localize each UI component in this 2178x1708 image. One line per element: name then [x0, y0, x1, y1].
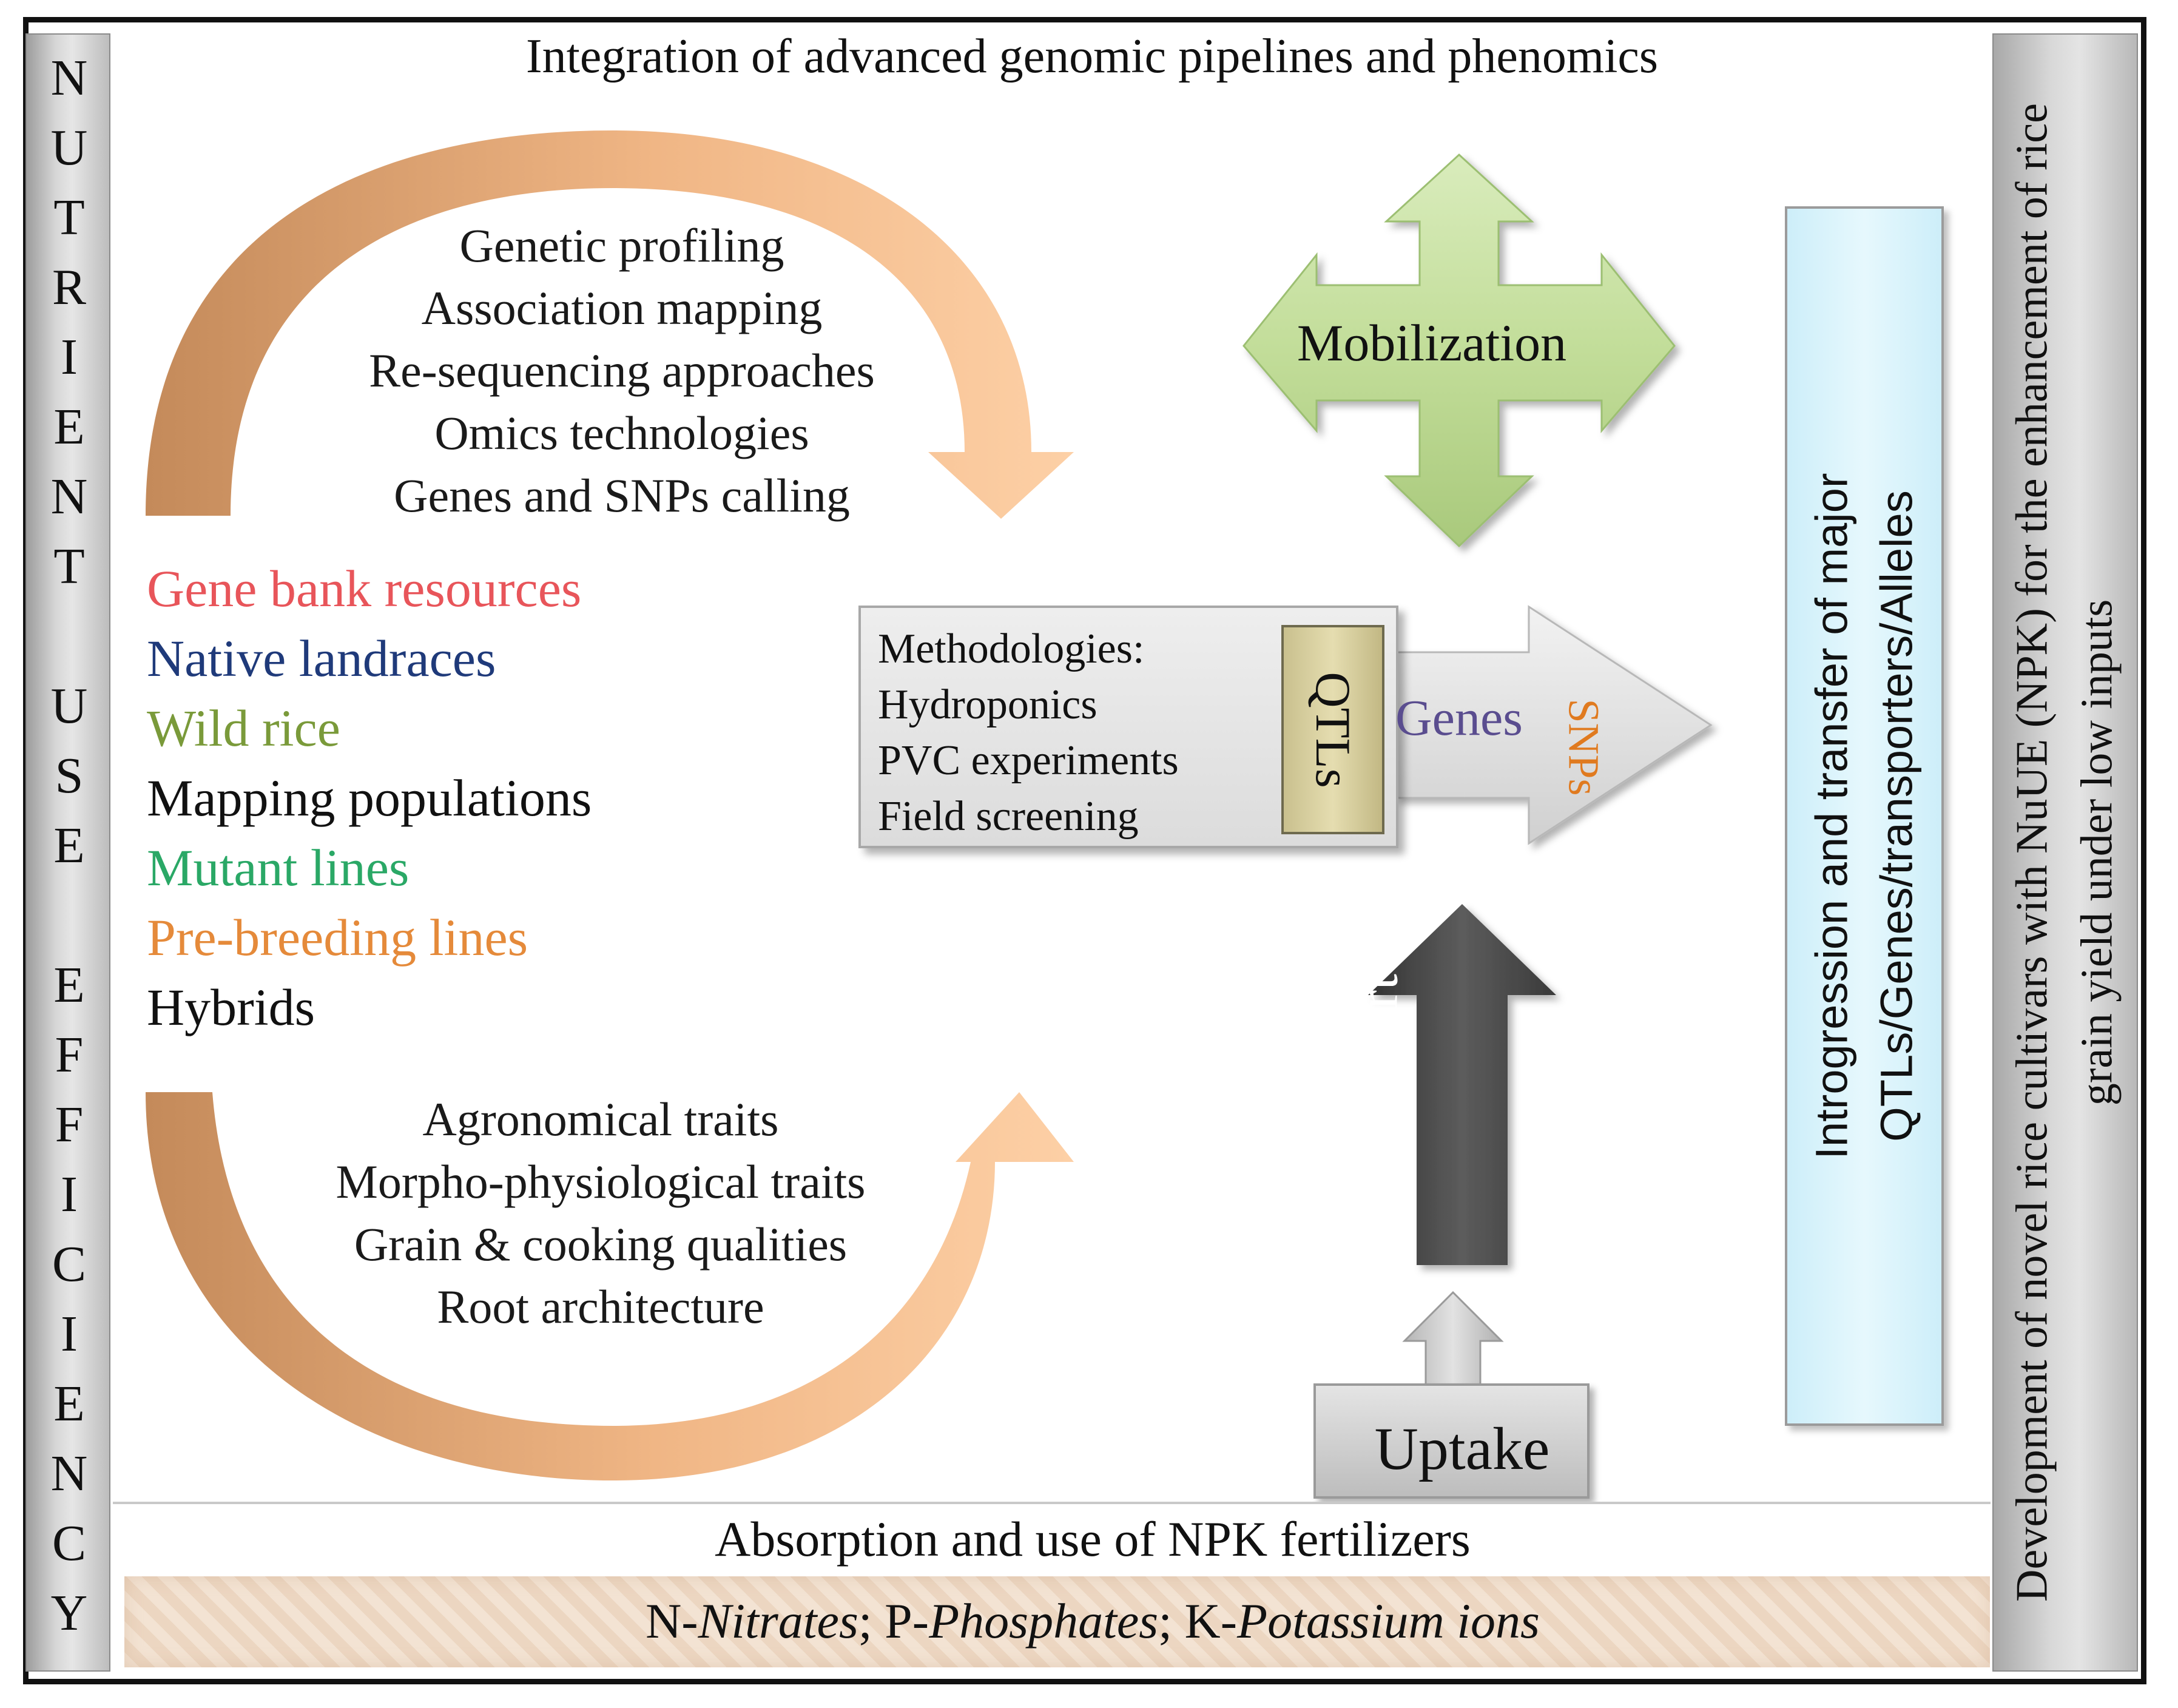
vertical-letter: I — [61, 1166, 78, 1223]
top-cycle-item: Genes and SNPs calling — [394, 469, 850, 522]
vertical-letter: S — [55, 748, 84, 804]
introgression-text: Introgression and transfer of major QTLs… — [1799, 240, 1930, 1392]
mobilization-arrow — [1242, 153, 1676, 548]
phosphates-label: Phosphates — [929, 1593, 1159, 1649]
snps-label: SNPs — [1559, 698, 1608, 796]
top-cycle-item: Re-sequencing approaches — [369, 344, 875, 397]
bottom-cycle-item: Grain & cooking qualities — [354, 1218, 848, 1271]
mobilization-label: Mobilization — [1296, 314, 1567, 372]
resource-item: Native landraces — [147, 629, 496, 687]
transport-label: Transport — [1344, 974, 1410, 1198]
top-cycle-arrow — [146, 130, 1074, 519]
vertical-letter: U — [50, 678, 88, 734]
bottom-cycle-item: Morpho-physiological traits — [335, 1155, 866, 1208]
vertical-letter: F — [55, 1096, 84, 1153]
bottom-cycle-item: Root architecture — [437, 1280, 764, 1333]
potassium-prefix: K- — [1184, 1593, 1238, 1649]
vertical-letter: N — [50, 50, 88, 106]
resource-item: Pre-breeding lines — [147, 908, 528, 967]
genes-snps-arrow — [1394, 605, 1713, 845]
absorption-band — [113, 1502, 1991, 1577]
separator: ; — [1158, 1593, 1185, 1649]
vertical-letter: T — [53, 538, 85, 595]
absorption-label: Absorption and use of NPK fertilizers — [715, 1511, 1471, 1567]
methodology-item: Field screening — [878, 793, 1139, 840]
vertical-letter: Y — [50, 1585, 88, 1641]
vertical-letter: T — [53, 189, 85, 246]
uptake-box — [1313, 1383, 1590, 1499]
resource-item: Mapping populations — [147, 769, 592, 827]
vertical-letter: C — [52, 1515, 87, 1571]
introgression-line: Introgression and transfer of major — [1806, 473, 1857, 1159]
separator: ; — [858, 1593, 885, 1649]
introgression-line: QTLs/Genes/transporters/Alleles — [1872, 490, 1922, 1142]
resource-item: Gene bank resources — [147, 559, 582, 618]
uptake-label: Uptake — [1374, 1415, 1550, 1482]
vertical-letter: F — [55, 1027, 84, 1083]
methodology-item: PVC experiments — [878, 737, 1179, 784]
vertical-letter: E — [53, 817, 85, 874]
vertical-letter: E — [53, 957, 85, 1013]
vertical-letter: N — [50, 1445, 88, 1502]
methodology-item: Methodologies: — [878, 626, 1145, 672]
introgression-box: Introgression and transfer of major QTLs… — [1785, 206, 1944, 1426]
diagram-title: Integration of advanced genomic pipeline… — [525, 30, 1659, 83]
nutrient-use-efficiency-bar: N U T R I E N T U S E E F F I C I E N C … — [25, 33, 110, 1672]
bottom-cycle-arrow — [146, 1092, 1074, 1480]
development-goal-text: Development of novel rice cultivars with… — [2007, 103, 2122, 1602]
vertical-letter: E — [53, 1376, 85, 1432]
soil-band — [124, 1576, 1990, 1667]
nitrogen-prefix: N- — [646, 1593, 698, 1649]
methodology-item: Hydroponics — [878, 681, 1097, 728]
potassium-ions-label: Potassium ions — [1237, 1593, 1540, 1649]
uptake-up-arrow — [1402, 1291, 1504, 1388]
resource-item: Hybrids — [147, 978, 315, 1036]
resource-item: Wild rice — [147, 699, 340, 757]
vertical-letter: R — [52, 259, 87, 316]
vertical-letter: N — [50, 468, 88, 525]
vertical-letter: I — [61, 1306, 78, 1362]
nutrient-ions-label: N-Nitrates; P-Phosphates; K-Potassium io… — [113, 1593, 2072, 1650]
development-goal-bar: Development of novel rice cultivars with… — [1992, 33, 2138, 1672]
vertical-letter: C — [52, 1236, 87, 1292]
genes-label: Genes — [1395, 690, 1523, 746]
top-cycle-item: Genetic profiling — [459, 219, 784, 272]
top-cycle-item: Association mapping — [421, 282, 823, 334]
vertical-letter: U — [50, 120, 88, 176]
transport-arrow — [1368, 904, 1556, 1265]
nitrates-label: Nitrates — [698, 1593, 858, 1649]
phosphorus-prefix: P- — [885, 1593, 929, 1649]
vertical-letter: I — [61, 329, 78, 385]
bottom-cycle-item: Agronomical traits — [422, 1093, 779, 1146]
resource-item: Mutant lines — [147, 839, 410, 897]
top-cycle-item: Omics technologies — [434, 407, 809, 459]
vertical-letter: E — [53, 399, 85, 455]
qtls-label: QTLs — [1306, 671, 1361, 788]
qtls-box: QTLs — [1281, 625, 1384, 834]
